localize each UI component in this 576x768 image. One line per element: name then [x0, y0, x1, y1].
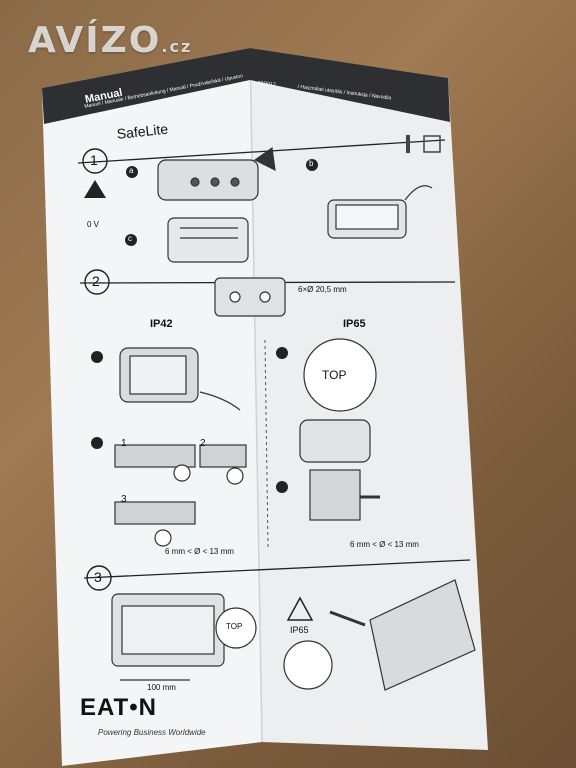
step-3-circle — [86, 565, 112, 591]
warning-icon — [84, 180, 106, 198]
step-2-number: 2 — [92, 273, 100, 289]
fixture-1b — [327, 185, 433, 239]
ip42-fixture — [119, 347, 241, 411]
knockout-3: 3 — [121, 494, 127, 505]
ip65-warning-label: IP65 — [290, 625, 309, 635]
wall-assembly — [111, 579, 476, 691]
fixture-1c — [167, 217, 249, 263]
ip65-heading: IP65 — [343, 318, 366, 330]
double-square-icon — [423, 135, 441, 153]
step-3-number: 3 — [94, 569, 102, 585]
watermark-suffix: .cz — [161, 37, 193, 56]
substep-1a: a — [129, 166, 134, 175]
fixture-1a — [157, 146, 276, 201]
step-1-circle — [82, 148, 108, 174]
cable-size-ip65: 6 mm < Ø < 13 mm — [350, 540, 419, 549]
step-2-circle — [84, 269, 110, 295]
dimension-label: 100 mm — [147, 683, 176, 692]
thermometer-icon — [406, 135, 410, 153]
voltage-label: 0 V — [87, 220, 100, 229]
base-plate — [214, 277, 286, 317]
ip65-top-label — [299, 338, 377, 463]
knockout-1: 1 — [121, 438, 127, 449]
drill-label: 6×Ø 20,5 mm — [298, 285, 347, 294]
avizo-watermark: AVÍZO.cz — [28, 20, 192, 61]
eaton-logo: EAT•N — [80, 694, 157, 721]
knockout-2: 2 — [200, 438, 206, 449]
eaton-tagline: Powering Business Worldwide — [98, 728, 206, 737]
step-1-number: 1 — [90, 152, 98, 168]
header-band — [42, 48, 250, 124]
watermark-brand: AVÍZO — [28, 20, 162, 61]
substep-1c: c — [128, 234, 132, 243]
substep-1b: b — [309, 159, 314, 168]
top-label-step3: TOP — [226, 622, 243, 631]
paper-right-panel — [250, 48, 488, 750]
cable-size-ip42: 6 mm < Ø < 13 mm — [165, 547, 234, 556]
ip42-heading: IP42 — [150, 318, 173, 330]
warning-icon-ip65 — [286, 596, 314, 621]
top-label: TOP — [322, 368, 347, 382]
